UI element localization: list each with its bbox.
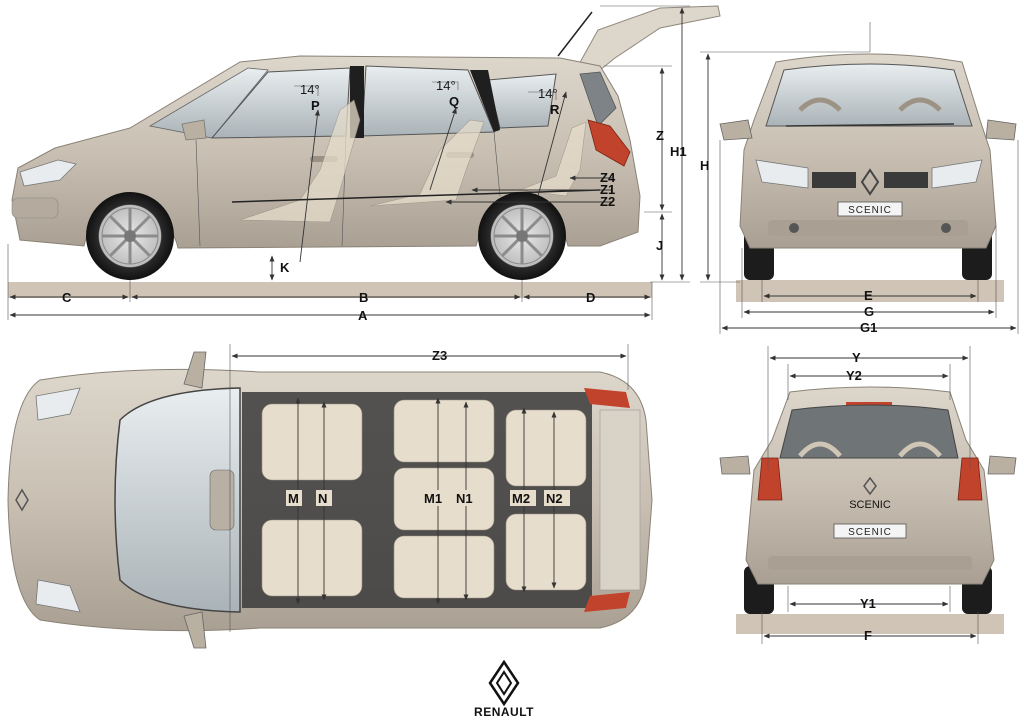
label-B: B bbox=[359, 290, 368, 305]
label-Y: Y bbox=[852, 350, 861, 365]
front-headlight-right bbox=[931, 159, 983, 189]
label-E: E bbox=[864, 288, 873, 303]
label-Z: Z bbox=[656, 128, 664, 143]
rear-plate bbox=[833, 523, 907, 539]
front-mirror-right bbox=[985, 119, 1017, 141]
side-window-middle bbox=[361, 65, 495, 137]
label-G1: G1 bbox=[860, 320, 877, 335]
rear-badge-text: SCENIC bbox=[848, 527, 892, 538]
side-window-rear bbox=[487, 73, 557, 129]
label-Z2: Z2 bbox=[600, 194, 615, 209]
side-tail-light bbox=[587, 119, 631, 167]
rear-tail-light-right bbox=[957, 457, 983, 501]
top-tail-light-upper bbox=[584, 388, 630, 408]
angle-middle: 14° bbox=[436, 78, 456, 93]
rear-view: SCENIC SCENIC Y Y2 Y1 F bbox=[719, 346, 1017, 644]
label-N: N bbox=[318, 491, 327, 506]
top-view: Z3 M N M1 N1 M2 N2 bbox=[7, 344, 653, 649]
front-mirror-left bbox=[719, 119, 753, 141]
label-G: G bbox=[864, 304, 874, 319]
label-Z1: Z1 bbox=[600, 182, 615, 197]
label-Z3: Z3 bbox=[432, 348, 447, 363]
label-A: A bbox=[358, 308, 368, 323]
front-plate bbox=[837, 201, 903, 217]
renault-diamond-logo-icon bbox=[488, 659, 520, 707]
brand: RENAULT bbox=[474, 659, 534, 719]
top-mirror-upper bbox=[183, 351, 207, 389]
label-J: J bbox=[656, 238, 663, 253]
label-Z4: Z4 bbox=[600, 170, 616, 185]
rear-mirror-left bbox=[719, 455, 751, 475]
top-tail-light-lower bbox=[584, 592, 630, 612]
top-headlight-upper bbox=[35, 387, 81, 421]
top-mirror-lower bbox=[183, 611, 207, 649]
front-headlight-left bbox=[755, 159, 809, 189]
label-Y1: Y1 bbox=[860, 596, 876, 611]
top-windshield bbox=[114, 387, 241, 613]
label-N2: N2 bbox=[546, 491, 563, 506]
rear-mirror-right bbox=[987, 455, 1017, 475]
rear-model-text: SCENIC bbox=[849, 499, 891, 511]
label-K: K bbox=[280, 260, 290, 275]
label-N1: N1 bbox=[456, 491, 473, 506]
side-ground bbox=[8, 282, 652, 298]
label-P: P bbox=[311, 98, 320, 113]
front-renault-diamond-icon bbox=[860, 168, 880, 196]
angle-front: 14° bbox=[300, 82, 320, 97]
label-F: F bbox=[864, 628, 872, 643]
top-headlight-lower bbox=[35, 579, 81, 613]
label-M2: M2 bbox=[512, 491, 530, 506]
side-headlight bbox=[19, 159, 77, 187]
rear-tail-light-left bbox=[757, 457, 783, 501]
label-D: D bbox=[586, 290, 595, 305]
side-mirror bbox=[181, 119, 207, 141]
label-M1: M1 bbox=[424, 491, 442, 506]
label-Q: Q bbox=[449, 94, 459, 109]
brand-name: RENAULT bbox=[474, 705, 534, 719]
label-H: H bbox=[700, 158, 709, 173]
angle-rear: 14° bbox=[538, 86, 558, 101]
top-renault-diamond-icon bbox=[15, 488, 29, 512]
label-Y2: Y2 bbox=[846, 368, 862, 383]
label-C: C bbox=[62, 290, 72, 305]
side-window-back bbox=[579, 71, 617, 127]
front-windshield bbox=[765, 63, 973, 127]
rear-renault-diamond-icon bbox=[863, 476, 877, 496]
label-H1: H1 bbox=[670, 144, 687, 159]
front-badge-text: SCENIC bbox=[848, 205, 892, 216]
side-view: 14° 14° 14° P Q R Z4 Z1 Z2 Z J H1 K C B bbox=[7, 5, 721, 323]
label-R: R bbox=[550, 102, 560, 117]
side-rear-wheel bbox=[478, 192, 566, 280]
label-M: M bbox=[288, 491, 299, 506]
rear-ground bbox=[736, 614, 1004, 634]
open-tailgate bbox=[577, 5, 721, 71]
side-front-wheel bbox=[86, 192, 174, 280]
front-view: SCENIC H E G G1 bbox=[700, 22, 1019, 335]
